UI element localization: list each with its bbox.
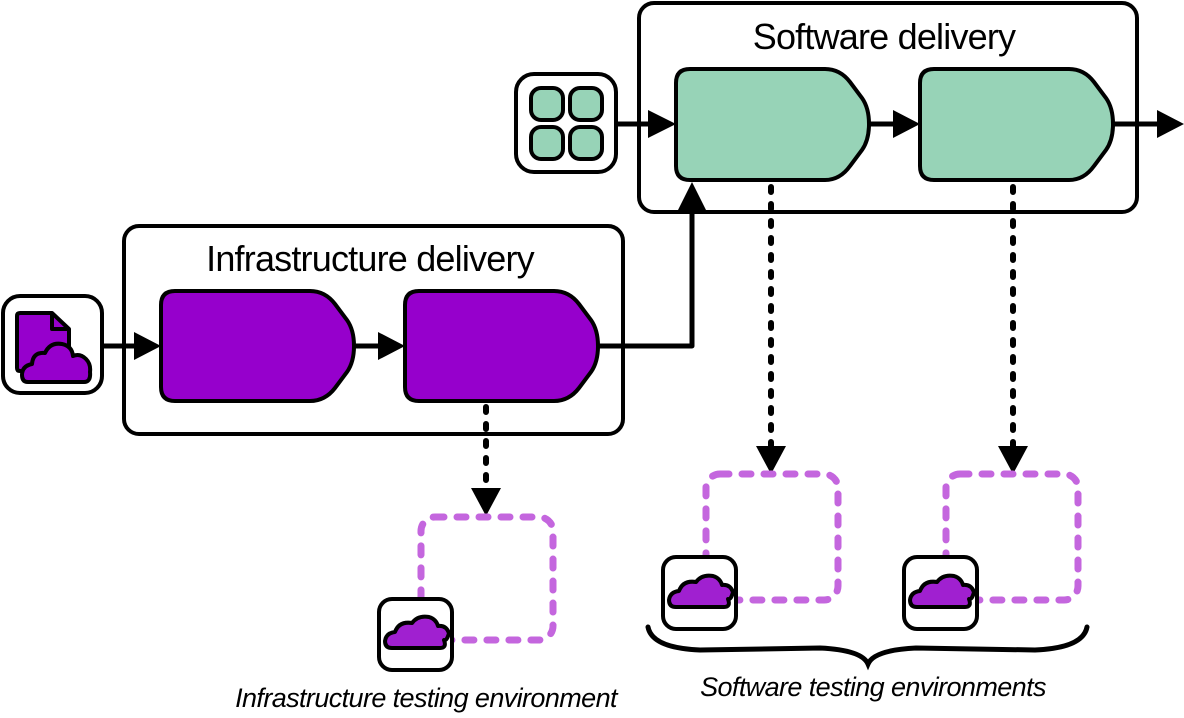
arrow-infra-to-software	[598, 205, 695, 349]
deploy-arrows	[471, 184, 1028, 516]
cloud-icon	[902, 555, 979, 631]
environment-outline	[702, 470, 842, 604]
software-testing-environment-1[interactable]	[661, 470, 842, 631]
software-testing-environment-2[interactable]	[902, 470, 1082, 631]
infrastructure-stage-1[interactable]	[159, 289, 357, 403]
software-stage-1[interactable]	[674, 67, 872, 182]
infrastructure-code-cloud-icon	[1, 294, 104, 395]
software-delivery-title: Software delivery	[753, 16, 1016, 57]
software-flow-arrows	[616, 110, 1184, 138]
infrastructure-stage-2[interactable]	[403, 289, 601, 403]
software-stage-2[interactable]	[918, 67, 1116, 182]
infrastructure-environment-caption: Infrastructure testing environment	[235, 683, 619, 713]
software-delivery-group: Software delivery	[637, 1, 1139, 214]
application-grid-icon	[514, 72, 618, 174]
arrowhead-sw-stage1-to-stage2	[893, 110, 920, 138]
infrastructure-flow-arrows	[102, 182, 706, 360]
infrastructure-testing-environment[interactable]	[377, 513, 557, 672]
cloud-icon	[377, 597, 454, 672]
software-environments-caption: Software testing environments	[700, 672, 1046, 702]
infrastructure-delivery-title: Infrastructure delivery	[206, 238, 535, 279]
arrowhead-grid-to-stage1	[648, 110, 676, 138]
curly-brace	[645, 624, 1090, 671]
deploy-arrowhead-infra	[471, 488, 501, 516]
cloud-icon	[661, 555, 738, 631]
arrowhead-code-to-stage1	[134, 332, 161, 360]
deploy-arrowhead-sw-2	[998, 446, 1028, 474]
environment-outline	[417, 513, 557, 644]
deploy-arrowhead-sw-1	[756, 446, 786, 474]
arrowhead-sw-output	[1157, 110, 1184, 138]
infrastructure-delivery-group: Infrastructure delivery	[122, 224, 625, 436]
arrowhead-infra-stage1-to-stage2	[378, 332, 405, 360]
arrowhead-infra-to-software	[678, 182, 706, 210]
environment-outline	[942, 470, 1082, 604]
